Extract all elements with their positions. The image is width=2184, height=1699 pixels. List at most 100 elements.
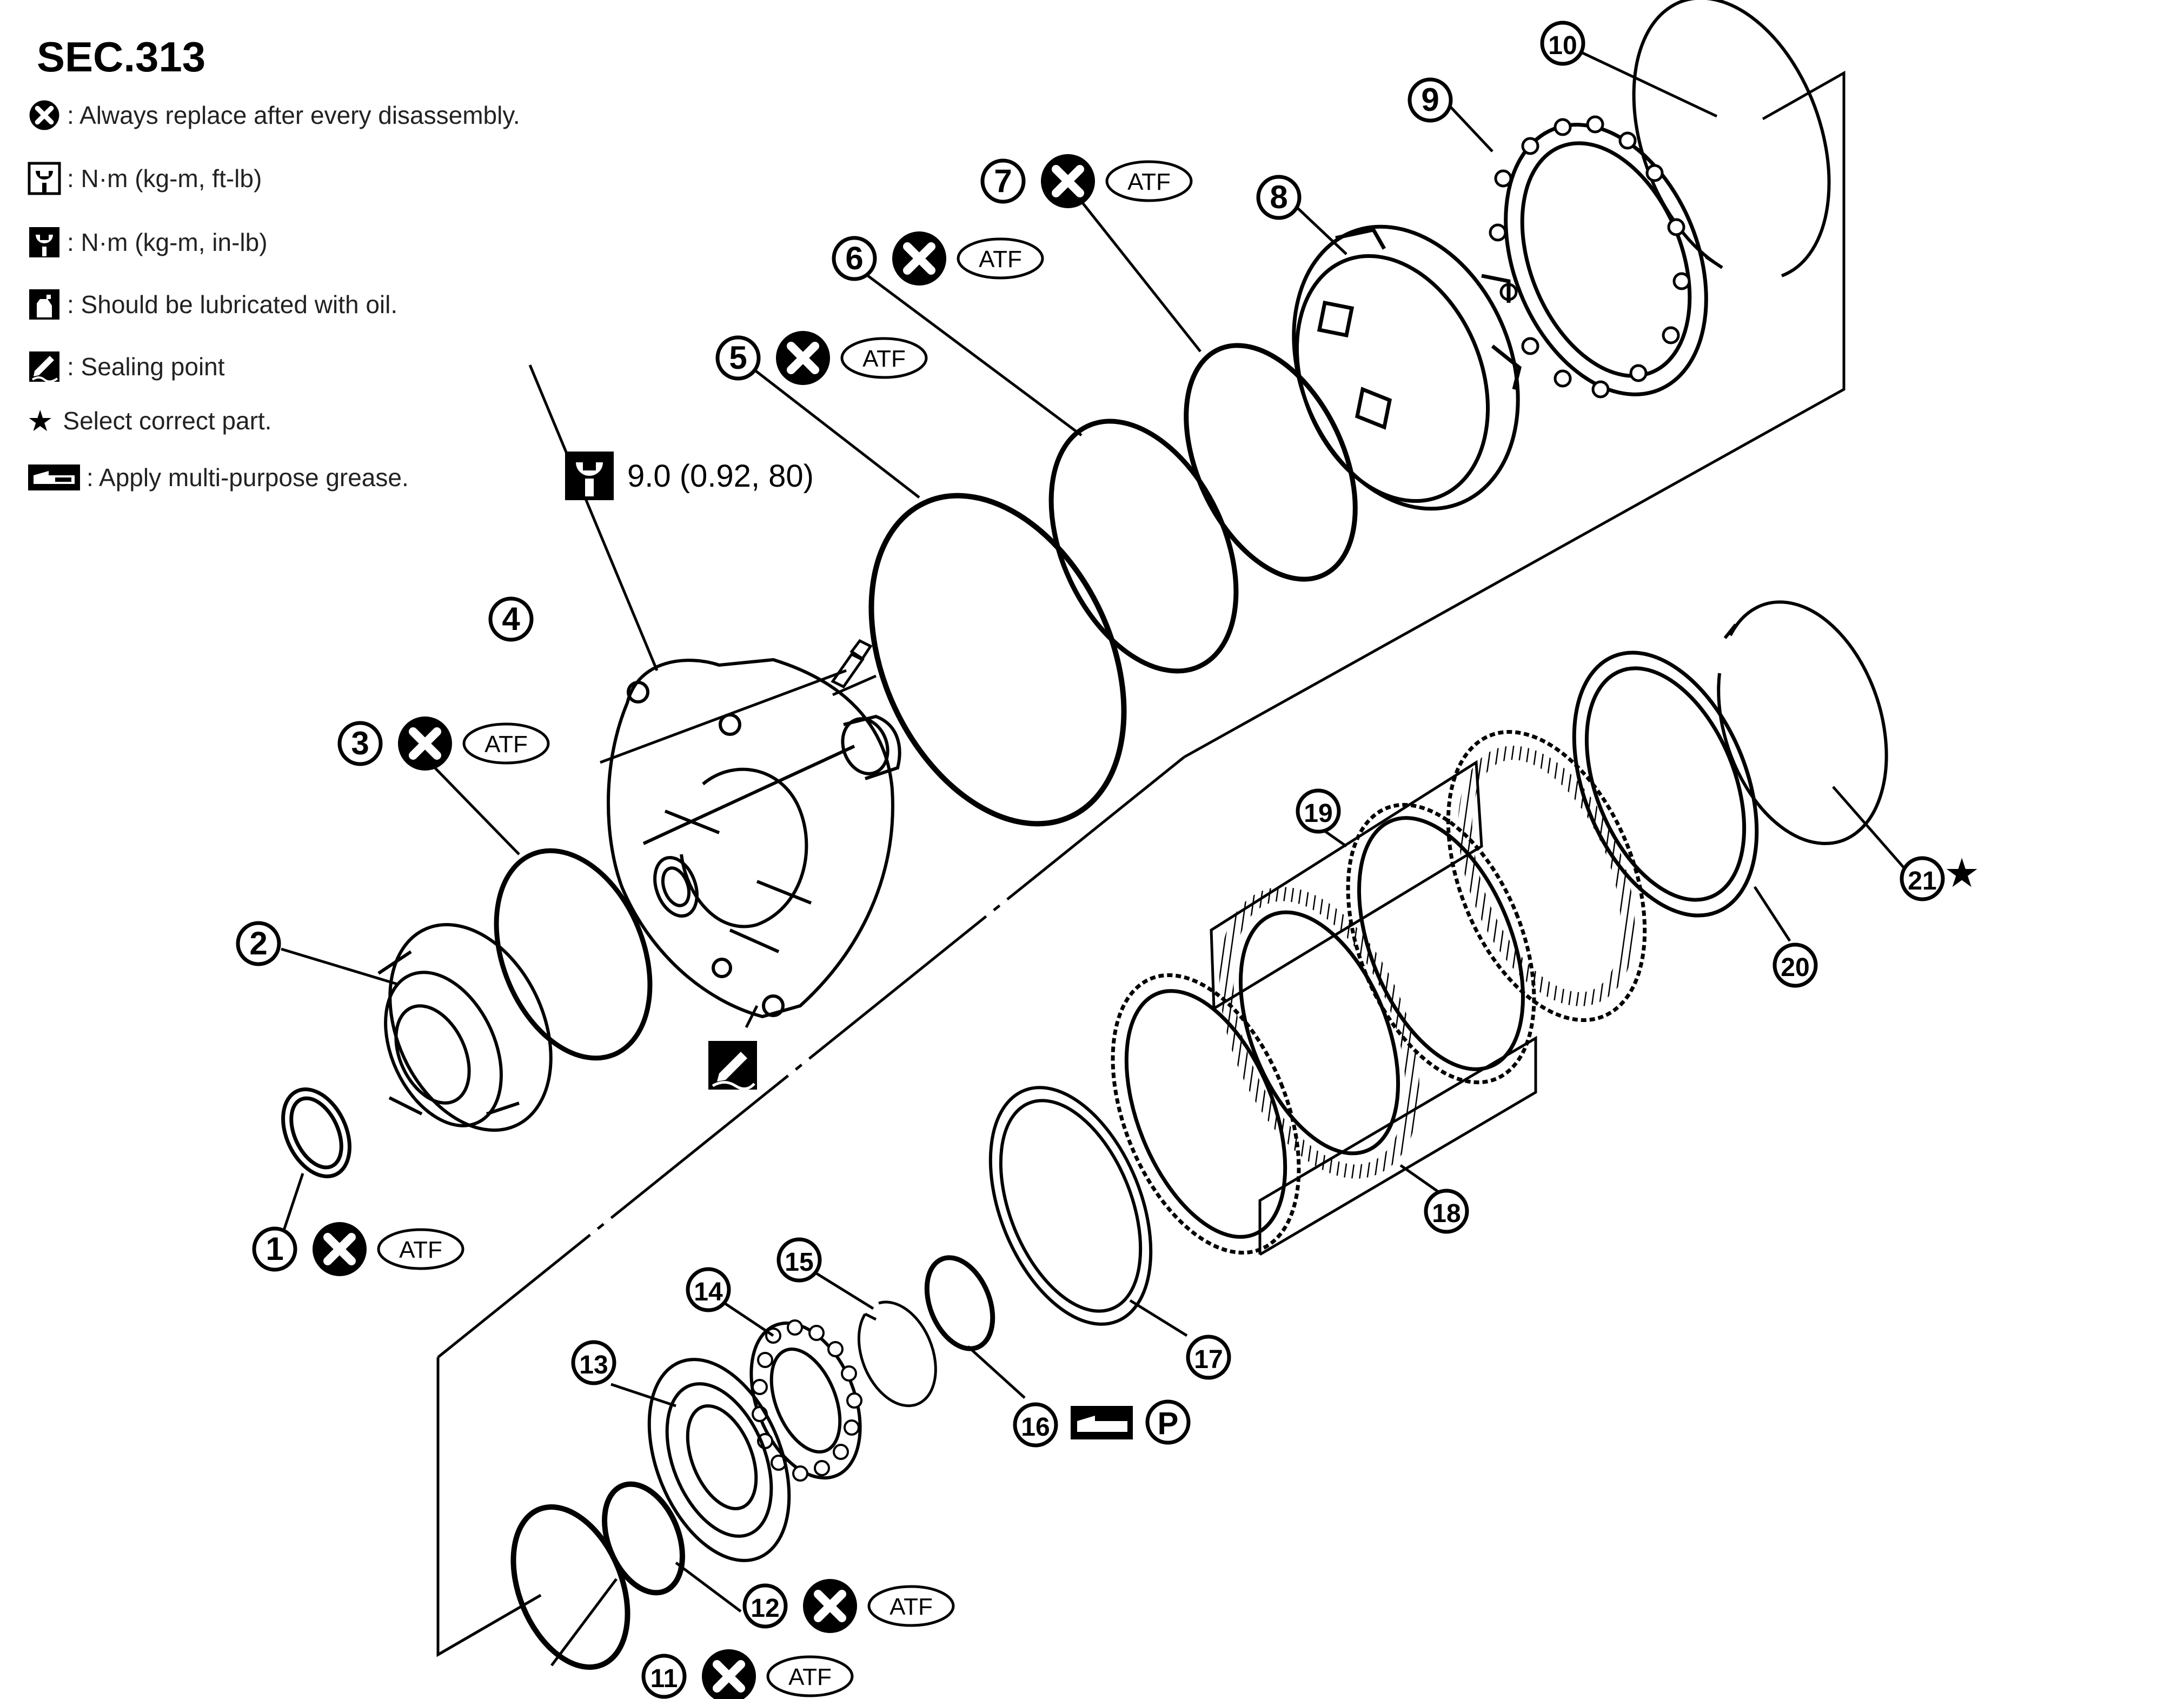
atf-badge: ATF (462, 722, 550, 765)
part-number-14: 14 (686, 1267, 731, 1312)
petroleum-label: P (1158, 1406, 1179, 1441)
part-number-18: 18 (1424, 1189, 1469, 1234)
part-17-dish-plate (988, 1086, 1153, 1326)
grease-icon (28, 464, 80, 490)
part-1-oil-seal (281, 1087, 351, 1178)
atf-label: ATF (979, 246, 1022, 273)
legend-text-sealing: : Sealing point (67, 353, 225, 381)
part-number-17: 17 (1186, 1335, 1231, 1380)
legend-text-grease: : Apply multi-purpose grease. (87, 463, 409, 492)
replace-x-icon (1041, 154, 1095, 208)
legend-text-torque-inlb: : N·m (kg-m, in-lb) (67, 228, 268, 256)
atf-label: ATF (1127, 169, 1171, 195)
part-number-19: 19 (1296, 788, 1341, 834)
part-number-label: 20 (1781, 953, 1809, 982)
replace-x-icon (803, 1579, 857, 1633)
part-number-5: 5 ATF (715, 331, 928, 385)
section-title: SEC.313 (37, 33, 206, 81)
part-number-label: 1 (265, 1231, 283, 1267)
legend-row-torque-inlb: : N·m (kg-m, in-lb) (27, 221, 268, 264)
part-number-label: 14 (694, 1278, 723, 1306)
replace-x-icon (776, 331, 830, 385)
star-icon: ★ (27, 403, 54, 438)
part-number-4: 4 (488, 596, 534, 642)
part-number-label: 11 (650, 1664, 678, 1693)
part-21-snap-ring (1717, 600, 1888, 845)
part-6-o-ring (1048, 419, 1239, 674)
part-number-label: 6 (845, 240, 863, 276)
part-number-label: 19 (1304, 799, 1332, 828)
part-number-label: 17 (1194, 1345, 1223, 1374)
petroleum-jelly-icon (1145, 1399, 1191, 1445)
part-number-label: 9 (1421, 82, 1439, 118)
part-number-6: 6 ATF (832, 231, 1044, 286)
replace-x-icon (702, 1649, 756, 1699)
part-16-o-ring (924, 1255, 995, 1351)
legend-text-torque-ftlb: : N·m (kg-m, ft-lb) (67, 164, 262, 193)
part-number-13: 13 (571, 1340, 616, 1385)
atf-badge: ATF (840, 337, 928, 379)
part-4-oil-pump-cover (607, 658, 901, 1019)
part-10-snap-ring (1632, 0, 1831, 277)
sealing-point-icon (29, 351, 59, 383)
torque-spec-text: 9.0 (0.92, 80) (627, 459, 814, 494)
part-number-label: 18 (1432, 1199, 1461, 1228)
legend-text-select-part: Select correct part. (63, 407, 272, 435)
legend-row-replace: : Always replace after every disassembly… (27, 94, 520, 137)
part-number-label: 21 (1908, 867, 1936, 895)
star-icon: ★ (1944, 850, 1980, 897)
part-2-oil-pump-housing (377, 922, 553, 1132)
replace-x-icon (313, 1222, 367, 1276)
atf-label: ATF (484, 731, 528, 758)
part-number-7: 7 ATF (980, 154, 1193, 208)
legend-row-grease: : Apply multi-purpose grease. (27, 456, 409, 499)
oil-can-icon (29, 289, 59, 320)
atf-label: ATF (862, 346, 906, 372)
legend-text-replace: : Always replace after every disassembly… (67, 101, 520, 129)
part-number-10: 10 (1540, 21, 1585, 66)
part-13-retainer (647, 1358, 791, 1562)
part-3-o-ring (494, 848, 653, 1061)
legend-row-torque-ftlb: : N·m (kg-m, ft-lb) (27, 157, 262, 200)
atf-label: ATF (788, 1664, 832, 1690)
torque-inlb-icon (29, 227, 59, 257)
part-number-21: 21 (1900, 856, 1945, 901)
part-9-spring-retainer (1489, 115, 1708, 399)
part-number-label: 8 (1270, 179, 1287, 215)
part-number-label: 13 (579, 1351, 608, 1379)
part-number-11: 11 ATF (641, 1649, 854, 1699)
part-number-8: 8 (1256, 175, 1302, 220)
clutch-pack-bracket (1210, 760, 1537, 1256)
atf-badge: ATF (867, 1585, 955, 1627)
part-11-o-ring (510, 1504, 630, 1670)
part-number-label: 7 (994, 163, 1012, 199)
part-5-o-ring (868, 493, 1127, 827)
atf-label: ATF (889, 1594, 933, 1620)
sealing-point-icon (708, 1041, 757, 1091)
atf-badge: ATF (377, 1228, 464, 1270)
part-number-label: 16 (1021, 1413, 1050, 1442)
atf-badge: ATF (1105, 160, 1193, 202)
atf-badge: ATF (957, 237, 1044, 280)
part-15-snap-ring (857, 1300, 937, 1408)
part-number-label: 12 (751, 1594, 779, 1623)
part-number-label: 4 (502, 601, 520, 637)
legend-row-sealing: : Sealing point (27, 345, 225, 388)
legend-text-lubricate: : Should be lubricated with oil. (67, 290, 398, 318)
legend-row-select-part: ★ Select correct part. (27, 399, 271, 442)
replace-x-icon (29, 100, 59, 130)
grease-callout: P (1071, 1399, 1191, 1445)
part-number-16: 16 (1013, 1402, 1058, 1448)
part-number-12: 12 ATF (742, 1579, 955, 1633)
atf-badge: ATF (766, 1655, 854, 1697)
legend-row-lubricate: : Should be lubricated with oil. (27, 283, 397, 326)
part-14-thrust-bearing (749, 1319, 862, 1482)
part-number-2: 2 (236, 921, 281, 966)
part-number-9: 9 (1408, 77, 1453, 123)
clutch-discs (1111, 730, 1647, 1255)
part-number-label: 2 (249, 925, 267, 961)
part-8-piston (1292, 224, 1522, 511)
part-number-label: 5 (729, 340, 747, 376)
